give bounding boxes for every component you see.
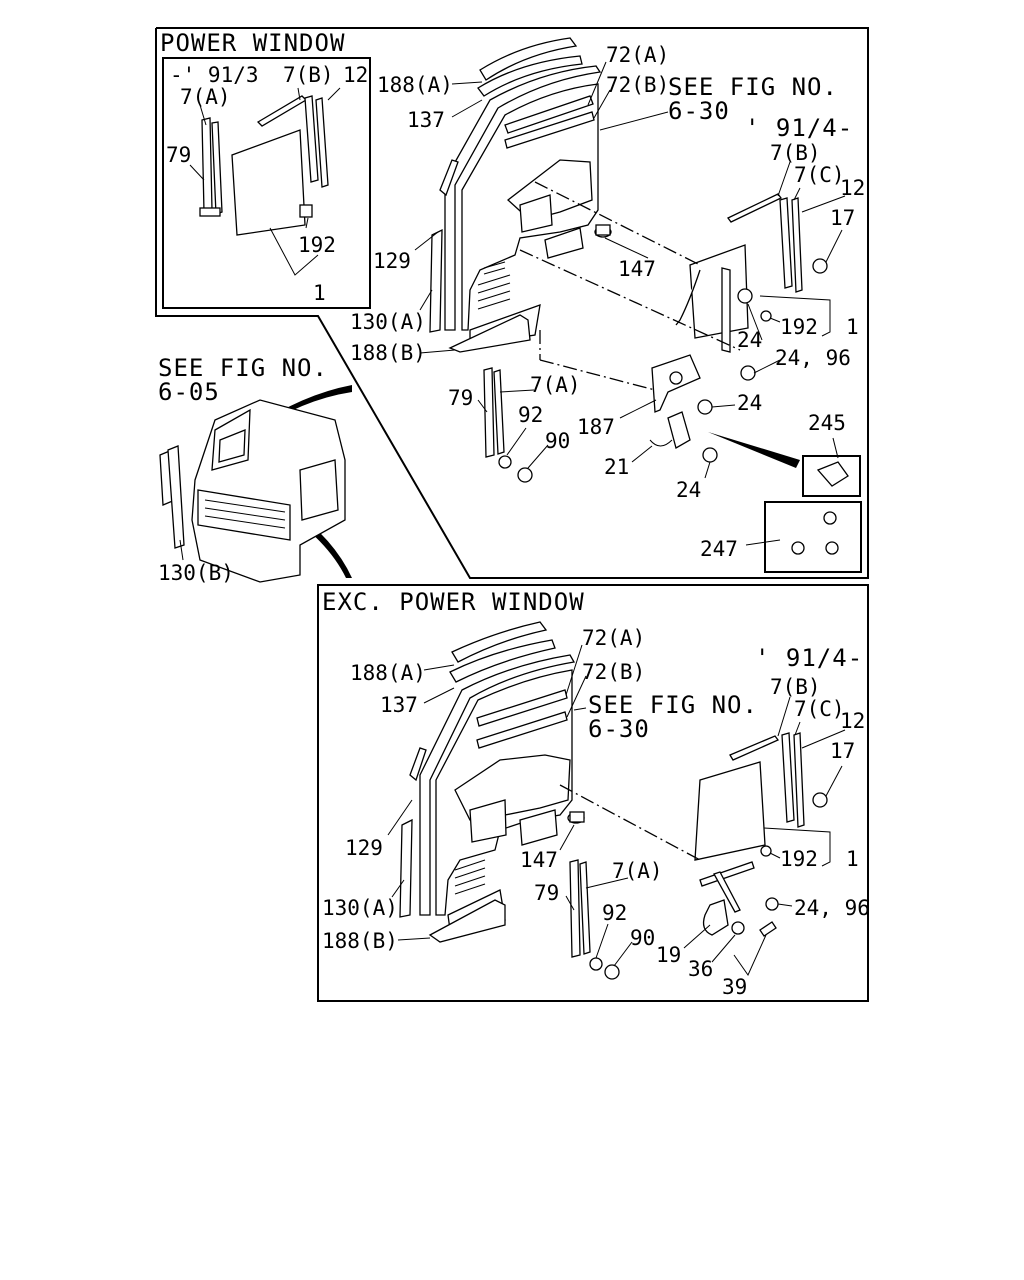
- exc-label-188a: 188(A): [350, 661, 426, 685]
- label-188b: 188(B): [350, 341, 426, 365]
- label-92: 92: [518, 403, 543, 427]
- period-after-label: ' 91/4-: [745, 114, 853, 142]
- part-box-247: [764, 501, 862, 573]
- part-box-245: [802, 455, 861, 497]
- label-72b: 72(B): [606, 73, 669, 97]
- manual-leader-lines: [387, 644, 846, 977]
- exc-label-192: 192: [780, 847, 818, 871]
- exc-label-39: 39: [722, 975, 747, 999]
- exc-label-72b: 72(B): [582, 660, 645, 684]
- inset-parts: [189, 87, 341, 276]
- exc-label-7c: 7(C): [794, 697, 845, 721]
- label-188a: 188(A): [377, 73, 453, 97]
- label-90: 90: [545, 429, 570, 453]
- exc-label-79: 79: [534, 881, 559, 905]
- exc-label-188b: 188(B): [322, 929, 398, 953]
- power-window-title: POWER WINDOW: [160, 29, 345, 57]
- exc-label-36: 36: [688, 957, 713, 981]
- truck-cab-drawing: [159, 399, 346, 583]
- exc-power-window-panel: EXC. POWER WINDOW: [317, 584, 870, 1002]
- label-1: 1: [846, 315, 859, 339]
- exc-label-7b: 7(B): [770, 675, 821, 699]
- exc-label-24-96: 24, 96: [794, 896, 870, 920]
- early-model-inset: [162, 57, 371, 309]
- exc-label-147: 147: [520, 848, 558, 872]
- label-79: 79: [448, 386, 473, 410]
- label-7b: 7(B): [770, 141, 821, 165]
- exc-label-1: 1: [846, 847, 859, 871]
- exc-period-after-label: ' 91/4-: [755, 644, 863, 672]
- inset-label-7a: 7(A): [180, 85, 231, 109]
- label-147: 147: [618, 257, 656, 281]
- fastener-bolts: [498, 258, 828, 483]
- label-247: 247: [700, 537, 738, 561]
- inset-label-7b: 7(B): [283, 63, 334, 87]
- exc-label-72a: 72(A): [582, 626, 645, 650]
- inset-period-label: -' 91/3: [170, 63, 259, 87]
- label-129: 129: [373, 249, 411, 273]
- exc-power-window-title: EXC. POWER WINDOW: [322, 588, 585, 616]
- exc-label-12: 12: [840, 709, 865, 733]
- label-245: 245: [808, 411, 846, 435]
- label-12: 12: [840, 176, 865, 200]
- label-7c: 7(C): [794, 163, 845, 187]
- exc-label-17: 17: [830, 739, 855, 763]
- exc-label-130a: 130(A): [322, 896, 398, 920]
- label-72a: 72(A): [606, 43, 669, 67]
- exc-see-fig-number: 6-30: [588, 715, 650, 743]
- see-fig-number: 6-30: [668, 97, 730, 125]
- see-fig-ref: SEE FIG NO.: [668, 73, 838, 101]
- label-137: 137: [407, 108, 445, 132]
- label-7a: 7(A): [530, 373, 581, 397]
- label-130a: 130(A): [350, 310, 426, 334]
- label-24-mid: 24: [737, 391, 762, 415]
- cab-see-fig-number: 6-05: [158, 378, 220, 406]
- cab-see-fig-ref: SEE FIG NO.: [158, 354, 328, 382]
- inset-label-12: 12: [343, 63, 368, 87]
- exc-label-7a: 7(A): [612, 859, 663, 883]
- label-192: 192: [780, 315, 818, 339]
- exc-label-19: 19: [656, 943, 681, 967]
- power-door-drawing: [429, 37, 828, 483]
- inset-label-1: 1: [313, 281, 326, 305]
- exc-label-90: 90: [630, 926, 655, 950]
- exc-label-137: 137: [380, 693, 418, 717]
- exc-label-92: 92: [602, 901, 627, 925]
- label-17: 17: [830, 206, 855, 230]
- exc-see-fig-ref: SEE FIG NO.: [588, 691, 758, 719]
- power-leader-lines: [414, 61, 846, 546]
- cab-view: SEE FIG NO. 6-05 130(B): [158, 354, 352, 585]
- exc-label-129: 129: [345, 836, 383, 860]
- label-187: 187: [577, 415, 615, 439]
- label-24-96: 24, 96: [775, 346, 851, 370]
- label-24-top: 24: [737, 328, 762, 352]
- label-24-bottom: 24: [676, 478, 701, 502]
- inset-label-79: 79: [166, 143, 191, 167]
- manual-door-drawing: [399, 621, 828, 980]
- inset-label-192: 192: [298, 233, 336, 257]
- label-21: 21: [604, 455, 629, 479]
- power-window-panel: POWER WINDOW -' 91/3 7(B) 12 7(A) 79 192…: [155, 27, 869, 579]
- cab-label-130b: 130(B): [158, 561, 234, 585]
